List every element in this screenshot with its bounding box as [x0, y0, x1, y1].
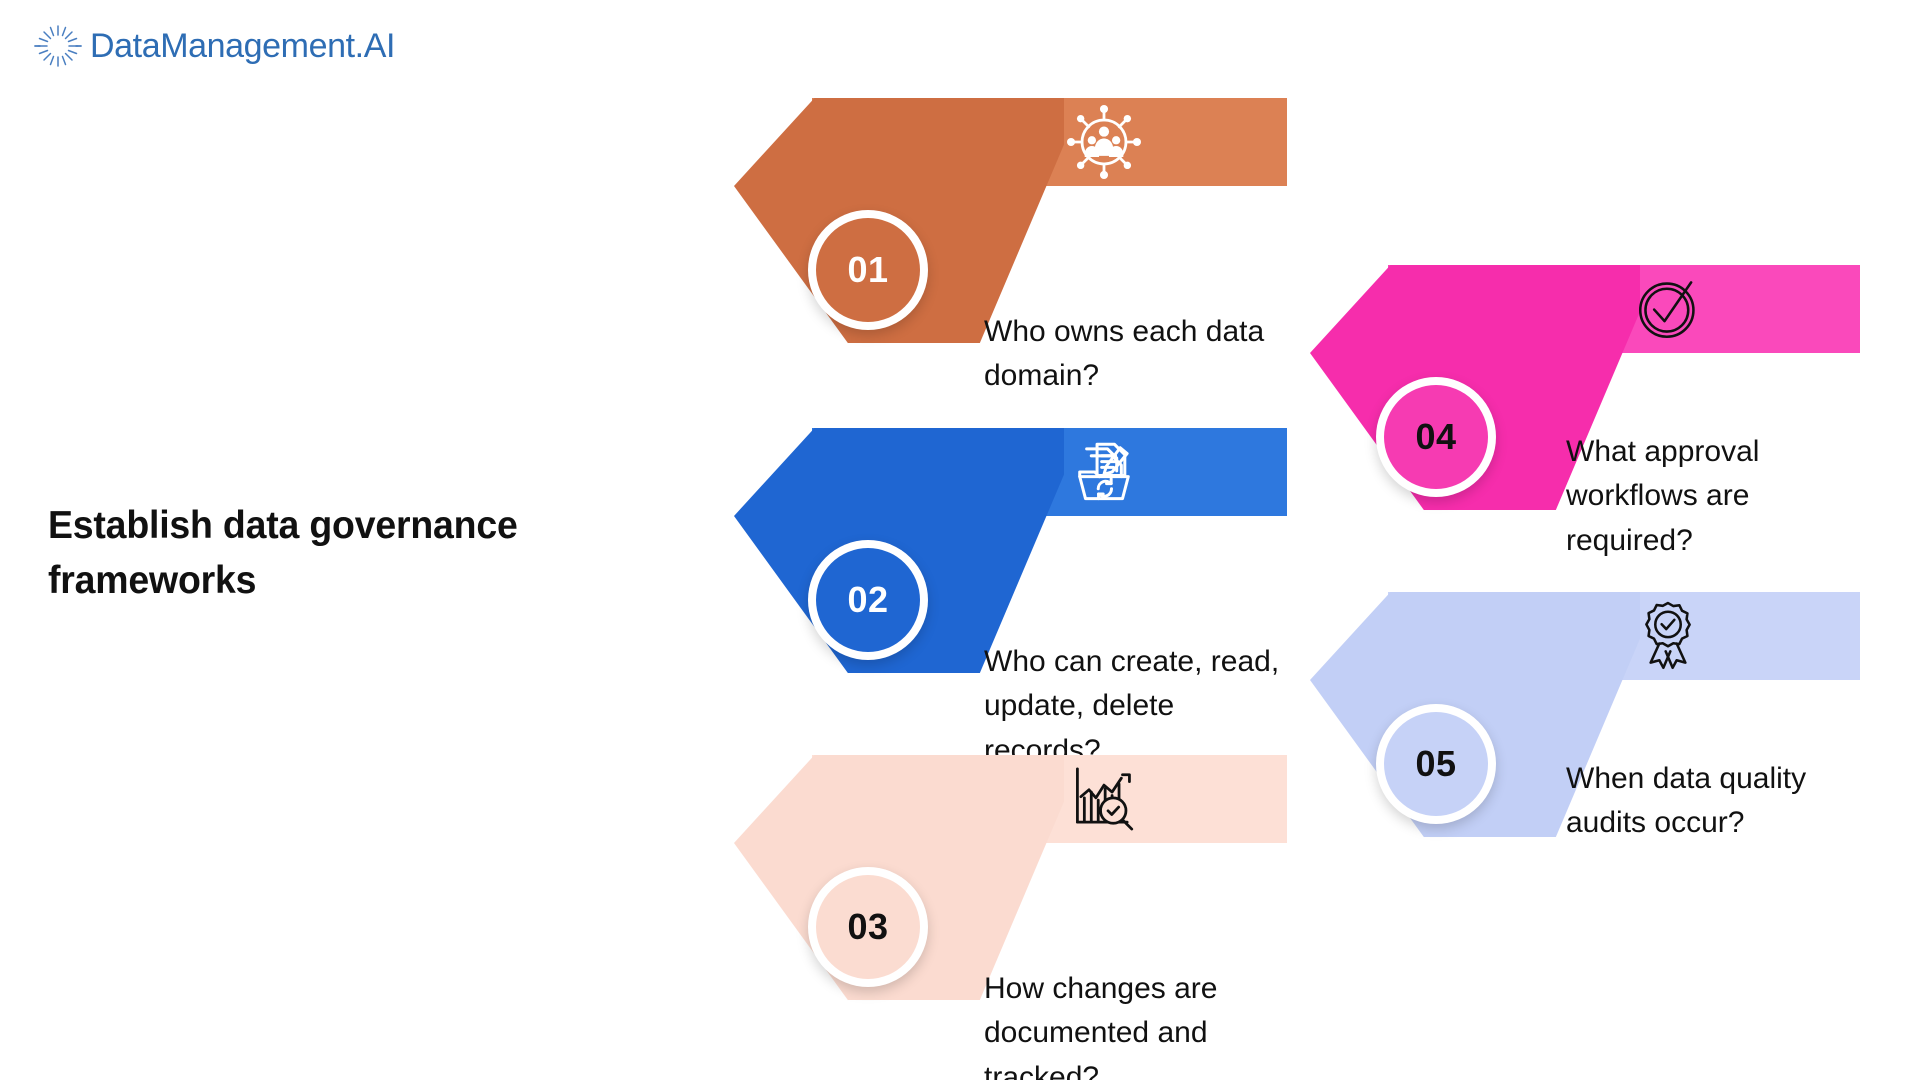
- card-number-badge: 02: [808, 540, 928, 660]
- card-question-text: How changes are documented and tracked?: [984, 972, 1218, 1080]
- starburst-icon: [34, 22, 82, 70]
- document-edit-sync-icon: [1067, 435, 1141, 509]
- card-number-badge: 01: [808, 210, 928, 330]
- card-number-badge: 03: [808, 867, 928, 987]
- card-banner: [734, 428, 1287, 673]
- card-question-text: Who can create, read, update, delete rec…: [984, 645, 1280, 767]
- card-number: 02: [816, 548, 920, 652]
- card-banner: [734, 98, 1287, 343]
- card-number-badge: 05: [1376, 704, 1496, 824]
- card-banner: [734, 755, 1287, 1000]
- card-question-text: Who owns each data domain?: [984, 315, 1265, 393]
- brand-name: DataManagement.AI: [90, 26, 396, 65]
- card-question-text: What approval workflows are required?: [1566, 435, 1760, 557]
- brand-logo[interactable]: DataManagement.AI: [34, 22, 395, 70]
- award-ribbon-check-icon: [1631, 599, 1705, 673]
- card-banner: [1310, 265, 1860, 510]
- card-number: 03: [816, 875, 920, 979]
- card-question-text: When data quality audits occur?: [1566, 762, 1807, 840]
- circle-check-approval-icon: [1631, 272, 1705, 346]
- chart-audit-magnifier-icon: [1067, 762, 1141, 836]
- card-number: 04: [1384, 385, 1488, 489]
- stakeholder-network-icon: [1067, 105, 1141, 179]
- card-number-badge: 04: [1376, 377, 1496, 497]
- card-number: 05: [1384, 712, 1488, 816]
- card-number: 01: [816, 218, 920, 322]
- page-title: Establish data governance frameworks: [48, 504, 518, 603]
- card-banner: [1310, 592, 1860, 837]
